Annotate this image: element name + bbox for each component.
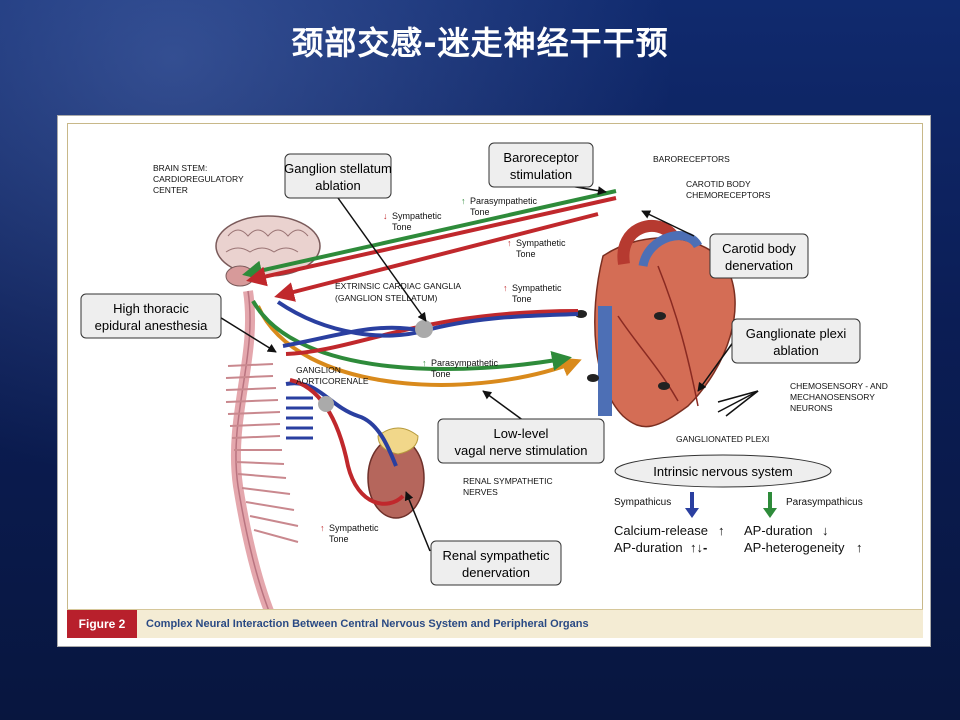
label-aortico-2: AORTICORENALE bbox=[296, 376, 369, 386]
label-sympathicus: Sympathicus bbox=[614, 497, 671, 508]
arrow-down-icon: ↓ bbox=[822, 523, 829, 538]
heart-illustration bbox=[575, 219, 736, 428]
arrow-up-icon: ↑ bbox=[856, 540, 863, 555]
label-chemosensory-1: CHEMOSENSORY - AND bbox=[790, 381, 888, 391]
label-parasympathicus: Parasympathicus bbox=[786, 497, 863, 508]
label-brain-stem-2: CARDIOREGULATORY bbox=[153, 174, 244, 184]
anatomy-labels: BRAIN STEM: CARDIOREGULATORY CENTER BARO… bbox=[153, 154, 888, 497]
label-aortico-1: GANGLION bbox=[296, 365, 341, 375]
svg-text:Parasympathetic: Parasympathetic bbox=[431, 358, 499, 368]
svg-text:Parasympathetic: Parasympathetic bbox=[470, 196, 538, 206]
svg-text:Tone: Tone bbox=[470, 207, 490, 217]
label-chemosensory-2: MECHANOSENSORY bbox=[790, 392, 875, 402]
label-brain-stem-1: BRAIN STEM: bbox=[153, 163, 207, 173]
label-ap-duration-right: AP-duration bbox=[744, 523, 813, 538]
spinal-cord-illustration bbox=[225, 290, 299, 623]
label-calcium-release: Calcium-release bbox=[614, 523, 708, 538]
box-carotid-body: Carotid body denervation bbox=[709, 233, 809, 279]
svg-text:Low-level: Low-level bbox=[494, 426, 549, 441]
svg-text:Renal sympathetic: Renal sympathetic bbox=[443, 548, 550, 563]
nerve-pathways bbox=[242, 189, 617, 506]
annotation-arrows bbox=[217, 183, 759, 552]
box-low-level-vagal: Low-level vagal nerve stimulation bbox=[437, 418, 605, 464]
box-ganglionate-plexi: Ganglionate plexi ablation bbox=[731, 318, 861, 364]
label-brain-stem-3: CENTER bbox=[153, 185, 188, 195]
neural-diagram: Ganglion stellatum ablation Baroreceptor… bbox=[80, 142, 888, 623]
svg-text:stimulation: stimulation bbox=[510, 167, 572, 182]
figure-caption: Complex Neural Interaction Between Centr… bbox=[146, 618, 589, 630]
arrow-up-icon: ↑ bbox=[461, 196, 466, 206]
slide-title: 颈部交感-迷走神经干干预 bbox=[291, 24, 669, 62]
svg-text:Intrinsic nervous system: Intrinsic nervous system bbox=[653, 464, 792, 479]
arrow-up-icon: ↑ bbox=[503, 283, 508, 293]
arrow-up-icon: ↑ bbox=[507, 238, 512, 248]
label-carotid-2: CHEMORECEPTORS bbox=[686, 190, 771, 200]
box-high-thoracic: High thoracic epidural anesthesia bbox=[80, 293, 222, 339]
svg-text:Tone: Tone bbox=[512, 294, 532, 304]
svg-text:Sympathetic: Sympathetic bbox=[516, 238, 566, 248]
svg-text:ablation: ablation bbox=[315, 178, 361, 193]
intrinsic-effects: Sympathicus Parasympathicus Calcium-rele… bbox=[614, 492, 863, 555]
box-baroreceptor: Baroreceptor stimulation bbox=[488, 142, 594, 188]
arrow-down-icon: ↓ bbox=[383, 211, 388, 221]
svg-text:Tone: Tone bbox=[431, 369, 451, 379]
svg-text:Ganglion stellatum: Ganglion stellatum bbox=[284, 161, 392, 176]
arrow-down-green-icon bbox=[763, 508, 777, 518]
figure-caption-bar: Figure 2 Complex Neural Interaction Betw… bbox=[67, 609, 923, 638]
svg-text:Baroreceptor: Baroreceptor bbox=[503, 150, 579, 165]
label-extrinsic-2: (GANGLION STELLATUM) bbox=[335, 293, 437, 303]
svg-text:Sympathetic: Sympathetic bbox=[329, 523, 379, 533]
svg-text:denervation: denervation bbox=[462, 565, 530, 580]
label-renal-nerves-2: NERVES bbox=[463, 487, 498, 497]
arrow-up-icon: ↑ bbox=[320, 523, 325, 533]
label-ganglionated-plexi: GANGLIONATED PLEXI bbox=[676, 434, 769, 444]
svg-text:Tone: Tone bbox=[392, 222, 412, 232]
label-ap-duration-left: AP-duration bbox=[614, 540, 683, 555]
svg-text:epidural anesthesia: epidural anesthesia bbox=[95, 318, 209, 333]
label-ap-heterogeneity: AP-heterogeneity bbox=[744, 540, 845, 555]
svg-text:Tone: Tone bbox=[329, 534, 349, 544]
arrow-up-icon: ↑ bbox=[718, 523, 725, 538]
arrow-up-down-dash-icon: ↑↓- bbox=[690, 540, 707, 555]
svg-text:vagal nerve stimulation: vagal nerve stimulation bbox=[455, 443, 588, 458]
svg-text:Ganglionate plexi: Ganglionate plexi bbox=[746, 326, 847, 341]
label-extrinsic-1: EXTRINSIC CARDIAC GANGLIA bbox=[335, 281, 461, 291]
label-chemosensory-3: NEURONS bbox=[790, 403, 833, 413]
figure-panel: Ganglion stellatum ablation Baroreceptor… bbox=[57, 115, 931, 647]
label-carotid-1: CAROTID BODY bbox=[686, 179, 751, 189]
box-renal-sympathetic: Renal sympathetic denervation bbox=[430, 540, 562, 586]
svg-text:Tone: Tone bbox=[516, 249, 536, 259]
svg-text:High thoracic: High thoracic bbox=[113, 301, 189, 316]
svg-text:Sympathetic: Sympathetic bbox=[512, 283, 562, 293]
svg-text:Sympathetic: Sympathetic bbox=[392, 211, 442, 221]
svg-text:ablation: ablation bbox=[773, 343, 819, 358]
label-baroreceptors: BARORECEPTORS bbox=[653, 154, 730, 164]
arrow-down-blue-icon bbox=[685, 508, 699, 518]
svg-text:Carotid body: Carotid body bbox=[722, 241, 796, 256]
tone-labels: ↓ Sympathetic Tone ↑ Parasympathetic Ton… bbox=[320, 196, 566, 544]
intrinsic-nervous-system-ellipse: Intrinsic nervous system bbox=[614, 454, 832, 488]
box-ganglion-stellatum: Ganglion stellatum ablation bbox=[284, 153, 392, 199]
arrow-up-icon: ↑ bbox=[422, 358, 427, 368]
label-renal-nerves-1: RENAL SYMPATHETIC bbox=[463, 476, 553, 486]
figure-label: Figure 2 bbox=[67, 610, 137, 638]
svg-text:denervation: denervation bbox=[725, 258, 793, 273]
